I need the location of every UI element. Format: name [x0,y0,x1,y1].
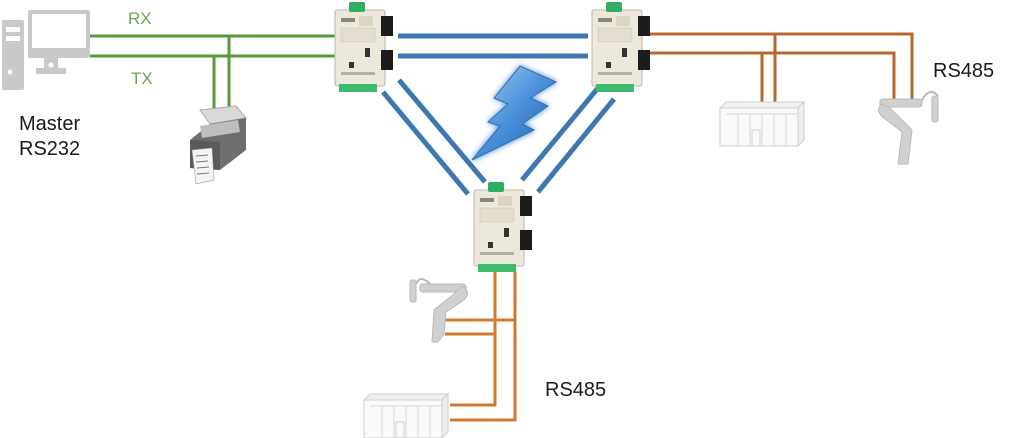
robot-arm-bottom-icon [409,278,468,343]
fiber-converter-right [591,1,651,93]
rs485-lines-bottom [445,272,517,422]
robot-arm-right-icon [878,90,939,165]
rs485-label-bottom: RS485 [545,379,607,401]
plc-bottom-icon [363,393,449,438]
master-label-line2: RS232 [19,138,81,160]
rs485-lines-right [650,32,914,106]
rs485-label-right: RS485 [933,60,995,82]
label-printer-icon [190,105,247,185]
rs232-lines [90,34,335,108]
tx-label: TX [131,69,153,88]
fiber-converter-left [334,1,394,93]
master-computer-icon [2,10,90,90]
master-label-line1: Master [19,113,81,135]
fiber-links [381,33,616,196]
wireless-lightning-icon [471,65,558,161]
rx-label: RX [128,9,152,28]
fiber-converter-bottom [473,181,533,273]
plc-right-icon [719,101,805,147]
